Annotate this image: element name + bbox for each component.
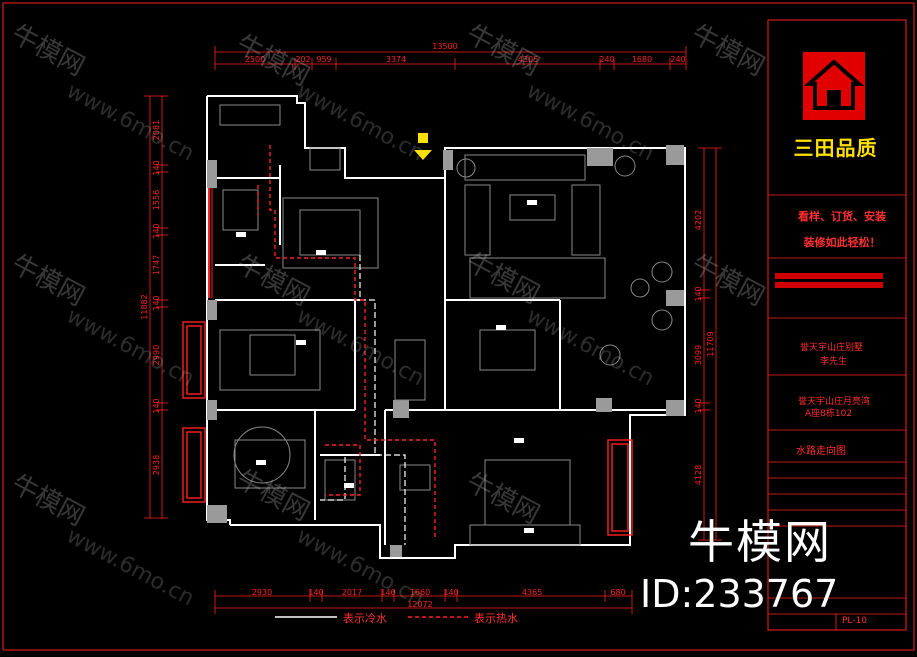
dim-left-5: 140 bbox=[152, 295, 161, 310]
dim-left-2: 1556 bbox=[152, 190, 161, 210]
dim-right-0: 4202 bbox=[694, 210, 703, 230]
drawing-number: PL-10 bbox=[842, 616, 867, 626]
red-bar-2 bbox=[775, 282, 883, 288]
dim-left-7: 140 bbox=[152, 398, 161, 413]
columns bbox=[207, 145, 684, 557]
dim-bottom-3: 140 bbox=[380, 588, 395, 597]
title-block-frame bbox=[767, 19, 907, 631]
dim-left-3: 140 bbox=[152, 223, 161, 238]
dim-left-6: 2990 bbox=[152, 345, 161, 365]
dim-bottom-7: 680 bbox=[610, 588, 625, 597]
watermark-id: ID:233767 bbox=[640, 572, 839, 616]
dim-top-1: 202 bbox=[295, 55, 310, 64]
client-name: 李先生 bbox=[820, 357, 848, 367]
entry-marker bbox=[414, 133, 432, 160]
cold-water-pipes bbox=[320, 255, 406, 545]
address-line-2: A座8栋102 bbox=[805, 409, 853, 419]
dim-top-0: 2500 bbox=[245, 55, 265, 64]
hot-water-pipes bbox=[257, 145, 436, 540]
address-line-1: 誉天宇山庄月亮湾 bbox=[798, 397, 871, 407]
furniture bbox=[219, 104, 673, 546]
bay-windows bbox=[182, 188, 633, 536]
dim-bottom-5: 140 bbox=[443, 588, 458, 597]
top-dimension-lines bbox=[214, 46, 687, 70]
project-name: 誉天宇山庄别墅 bbox=[800, 343, 864, 353]
slogan-line-1: 看样、订货、安装 bbox=[798, 210, 886, 223]
dim-top-7: 240 bbox=[670, 55, 685, 64]
dim-top-6: 1680 bbox=[632, 55, 652, 64]
dim-right-4: 4128 bbox=[694, 465, 703, 485]
left-dimension-lines bbox=[144, 95, 168, 519]
dim-left-8: 2938 bbox=[152, 455, 161, 475]
brand-name: 三田品质 bbox=[793, 136, 878, 160]
dim-left-0: 2081 bbox=[152, 120, 161, 140]
dim-top-5: 240 bbox=[599, 55, 614, 64]
dim-bottom-2: 2017 bbox=[342, 588, 362, 597]
room-tags bbox=[236, 200, 537, 533]
slogan-line-2: 装修如此轻松！ bbox=[803, 236, 881, 249]
dim-top-2: 959 bbox=[316, 55, 331, 64]
legend-cold-label: 表示冷水 bbox=[343, 612, 387, 625]
bottom-dimension-lines bbox=[214, 590, 633, 614]
watermark-site-large: 牛模网 bbox=[688, 515, 832, 569]
dim-right-total: 11709 bbox=[706, 331, 715, 356]
dim-top-3: 3374 bbox=[386, 55, 406, 64]
dim-right-2: 3099 bbox=[694, 345, 703, 365]
right-dimension-lines bbox=[698, 147, 722, 541]
red-bar-1 bbox=[775, 273, 883, 279]
dim-top-4: 4305 bbox=[518, 55, 538, 64]
dim-bottom-0: 2930 bbox=[252, 588, 272, 597]
brand-logo bbox=[803, 52, 865, 120]
dim-bottom-1: 140 bbox=[308, 588, 323, 597]
dim-left-total: 11882 bbox=[140, 294, 149, 319]
dim-top-total: 13500 bbox=[432, 42, 457, 51]
dim-bottom-6: 4365 bbox=[522, 588, 542, 597]
dim-bottom-total: 12072 bbox=[407, 600, 432, 609]
dim-left-4: 1747 bbox=[152, 255, 161, 275]
house-icon bbox=[803, 59, 865, 110]
dim-left-1: 140 bbox=[152, 160, 161, 175]
dim-bottom-4: 1660 bbox=[410, 588, 430, 597]
title-block-rows bbox=[768, 194, 906, 630]
dimension-labels: 13500 2500 202 959 3374 4305 240 1680 240 12072 29… bbox=[140, 42, 715, 609]
legend-hot-label: 表示热水 bbox=[474, 612, 518, 625]
dim-right-3: 140 bbox=[694, 398, 703, 413]
drawing-title: 水路走向图 bbox=[796, 446, 846, 457]
dim-right-1: 140 bbox=[694, 286, 703, 301]
